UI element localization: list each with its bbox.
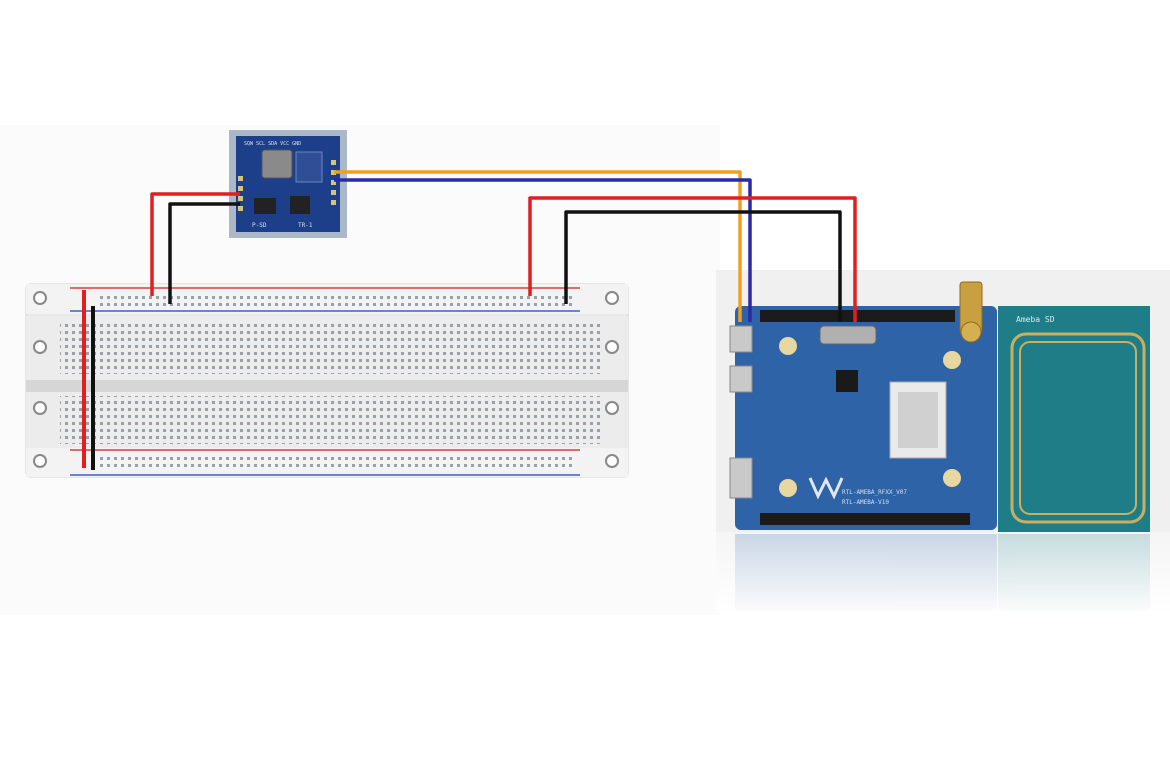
rtc-chip-left bbox=[254, 198, 276, 214]
rtc-crystal bbox=[261, 149, 293, 179]
rtc-top-label: SQW SCL SDA VCC GND bbox=[244, 141, 301, 147]
rtc-module: SQW SCL SDA VCC GND P-SD TR-1 bbox=[229, 130, 347, 238]
reflection-fade bbox=[716, 532, 1170, 612]
board-silk-line-1: RTL-AMEBA_RFXX_V07 bbox=[842, 489, 907, 496]
terminal-holes-lower bbox=[60, 396, 600, 444]
mount-hole bbox=[605, 401, 619, 415]
pin bbox=[331, 180, 336, 185]
ameba-board: RTL-AMEBA_RFXX_V07 RTL-AMEBA-V10 Ameba S… bbox=[729, 281, 1150, 532]
pin bbox=[331, 160, 336, 165]
board-crystal bbox=[819, 325, 877, 345]
bottom-rail-holes bbox=[98, 455, 576, 471]
board-main-chip bbox=[836, 370, 858, 392]
usb-port-middle bbox=[729, 365, 753, 393]
wifi-module-inner bbox=[898, 392, 938, 448]
rtc-bottom-right-label: TR-1 bbox=[298, 222, 313, 229]
breadboard bbox=[25, 283, 629, 478]
wire-orange-rtc-scl bbox=[334, 170, 742, 322]
board-logo bbox=[808, 476, 844, 500]
nfc-antenna-coil-outer bbox=[1010, 332, 1146, 524]
ameba-header-top bbox=[760, 310, 955, 322]
wire-red-rtc-vcc bbox=[150, 192, 240, 296]
pin bbox=[238, 196, 243, 201]
usb-port-bottom bbox=[729, 457, 753, 499]
mount-hole bbox=[605, 291, 619, 305]
usb-port-top bbox=[729, 325, 753, 353]
pin bbox=[331, 200, 336, 205]
wires bbox=[150, 170, 857, 322]
nfc-antenna-label: Ameba SD bbox=[1016, 315, 1055, 324]
mount-hole bbox=[605, 340, 619, 354]
wire-red-rail-to-board bbox=[528, 196, 857, 322]
sma-antenna-nut bbox=[960, 321, 982, 343]
board-mount-hole bbox=[943, 351, 961, 369]
nfc-antenna-coil-inner bbox=[1019, 341, 1137, 515]
board-mount-hole bbox=[779, 479, 797, 497]
breadboard-mount-holes bbox=[33, 291, 619, 468]
terminal-holes-upper bbox=[60, 322, 600, 374]
rtc-chip-right bbox=[290, 196, 310, 214]
pin bbox=[238, 186, 243, 191]
mount-hole bbox=[33, 401, 47, 415]
wire-black-rail-to-board bbox=[564, 210, 842, 322]
rtc-battery-area bbox=[295, 151, 323, 183]
mount-hole bbox=[33, 340, 47, 354]
board-mount-hole bbox=[943, 469, 961, 487]
pin bbox=[238, 206, 243, 211]
rtc-pin-header-left bbox=[238, 176, 243, 211]
ameba-header-bottom bbox=[760, 513, 970, 525]
board-mount-hole bbox=[779, 337, 797, 355]
pin bbox=[238, 176, 243, 181]
rtc-bottom-left-label: P-SD bbox=[252, 222, 267, 229]
pin bbox=[331, 170, 336, 175]
rtc-pin-header-right bbox=[331, 160, 336, 205]
pin bbox=[331, 190, 336, 195]
mount-hole bbox=[605, 454, 619, 468]
mount-hole bbox=[33, 291, 47, 305]
board-silk-line-2: RTL-AMEBA-V10 bbox=[842, 499, 889, 506]
ameba-board-pcb bbox=[735, 306, 997, 530]
wire-black-rtc-gnd bbox=[168, 202, 240, 304]
top-rail-holes bbox=[98, 292, 576, 308]
center-channel bbox=[26, 380, 628, 392]
wire-blue-rtc-sda bbox=[334, 178, 752, 322]
mount-hole bbox=[33, 454, 47, 468]
